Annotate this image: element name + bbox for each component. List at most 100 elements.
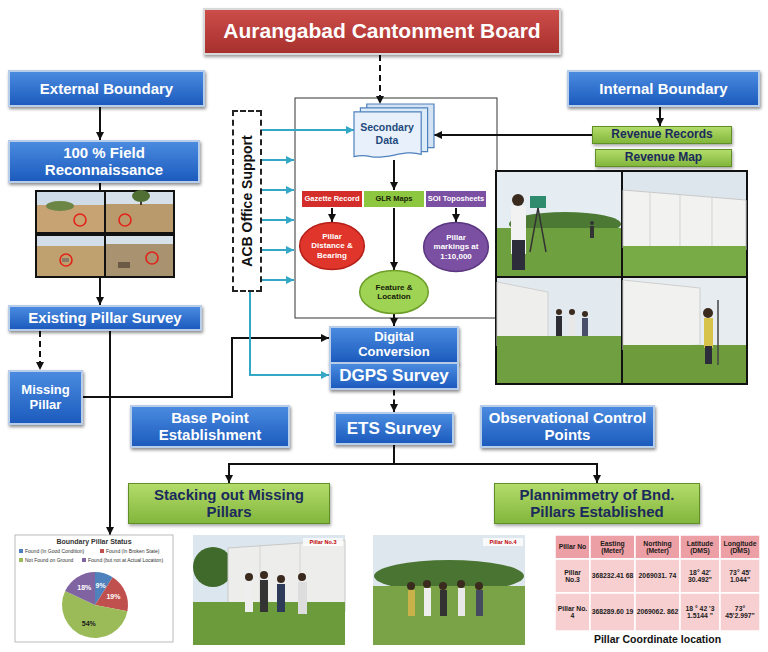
survey-photos: [680, 195, 681, 249]
process-box: Existing Pillar Survey: [8, 305, 202, 331]
photo-tag: Pillar No.3: [303, 538, 343, 546]
pillar-photo: [423, 580, 431, 588]
photo-tag: Pillar No.4: [483, 538, 523, 546]
circle-outline: [360, 270, 429, 313]
page-sheet: [354, 112, 421, 157]
coordinate-table: [635, 535, 680, 559]
pillar-photo: [457, 580, 465, 588]
flow-arrow: [434, 134, 592, 136]
survey-photos: [650, 192, 651, 248]
pillar-photo: [193, 535, 345, 645]
node-text: Internal Boundary: [599, 80, 727, 97]
node-text: Pillar Distance & Bearing: [308, 232, 356, 260]
pillar-photo: [193, 547, 233, 587]
recon-photos: [37, 236, 104, 276]
pillar-photo: [408, 590, 415, 616]
survey-photos: [530, 208, 538, 252]
coordinate-table: [555, 535, 590, 559]
survey-photos: [623, 172, 746, 276]
legend-swatch: [19, 558, 23, 562]
node-text: Digital Conversion: [337, 330, 451, 360]
legend-text: Found (In Good Condition): [25, 548, 84, 554]
section-box: External Boundary: [8, 70, 205, 107]
recon-photos: [62, 258, 69, 262]
flow-arrow: [393, 314, 395, 326]
survey-photos: [497, 278, 621, 383]
node-text: Missing Pillar: [13, 383, 78, 413]
office-arrows: [262, 189, 294, 191]
recon-photos: [106, 236, 173, 276]
title-box: Aurangabad Cantonment Board: [203, 8, 561, 55]
flow-arrow: [393, 160, 395, 190]
table-cell: 73° 45'2.997": [721, 594, 759, 630]
table-cell: Pillar No.3: [556, 560, 589, 592]
process-box: Digital Conversion: [329, 326, 459, 364]
survey-photos: [623, 190, 746, 250]
result-box: Stacking out Missing Pillars: [128, 483, 330, 524]
flow-arrow: [394, 445, 597, 483]
recon-photos: [35, 190, 175, 278]
recon-photos: [35, 190, 175, 278]
legend-swatch: [19, 549, 23, 553]
coordinate-table: [720, 535, 760, 559]
node-text: Pillar markings at 1:10,000: [432, 233, 480, 261]
survey-photos: [703, 308, 713, 318]
table-cell: 18 ° 42 '3 1.5144 ": [681, 594, 719, 630]
table-cell: 368289.60 19: [591, 594, 634, 630]
node-text: Feature & Location: [368, 283, 420, 301]
table-cell: 2069062. 862: [636, 594, 679, 630]
table-cell: 368232.41 68: [591, 560, 634, 592]
pillar-photo: [458, 588, 465, 616]
recon-photos: [119, 214, 131, 226]
pillar-photo: [373, 586, 525, 645]
node-text: ACB Office Support: [239, 135, 255, 266]
node-text: Revenue Map: [625, 151, 702, 165]
table-cell: Pillar No. 4: [556, 594, 589, 630]
flow-arrow: [250, 292, 329, 375]
circle-outline: [424, 223, 489, 272]
flow-arrow: [379, 55, 381, 104]
legend-item: Found (but not at Actual Location): [82, 557, 163, 563]
table-cell: 2069031. 74: [636, 560, 679, 592]
pillar-photo: [475, 582, 483, 590]
coordinate-table: [635, 559, 680, 593]
table-header: Pillar No: [556, 536, 589, 558]
survey-photos: [530, 196, 546, 208]
table-cell: 73° 45' 1.044": [721, 560, 759, 592]
survey-photos: [497, 336, 621, 383]
office-arrows: [262, 160, 294, 280]
source-band: SOI Toposheets: [425, 190, 487, 208]
circle-outline: [300, 222, 365, 269]
legend-item: Found (In Broken State): [100, 548, 159, 554]
recon-photos: [74, 214, 86, 226]
legend-text: Found (In Broken State): [106, 548, 159, 554]
survey-photos: [705, 346, 712, 364]
coordinate-table: [720, 593, 760, 631]
table-cell: 18° 42' 30.492": [681, 560, 719, 592]
node-text: ETS Survey: [347, 419, 442, 439]
pillar-photo: [260, 571, 268, 579]
process-box: ETS Survey: [334, 412, 454, 445]
source-band: Gazette Record: [301, 190, 363, 208]
recon-photos: [132, 190, 150, 202]
survey-photos: [582, 311, 588, 317]
survey-photos: [590, 226, 594, 238]
coordinate-table: [635, 593, 680, 631]
output-circle: Feature & Location: [359, 270, 429, 314]
legend-swatch: [100, 549, 104, 553]
flow-arrow: [262, 129, 354, 131]
flow-arrow: [83, 338, 329, 397]
output-circle: Pillar Distance & Bearing: [299, 222, 365, 270]
node-text: Observational Control Points: [488, 409, 647, 444]
survey-photos: [623, 280, 700, 350]
coordinate-table: [590, 535, 635, 559]
survey-photos: [590, 221, 594, 225]
coordinate-table: [555, 559, 590, 593]
office-arrows: [262, 159, 294, 161]
record-band: Revenue Records: [592, 126, 732, 144]
flow-arrow: [331, 208, 333, 222]
pillar-photo: [193, 602, 345, 645]
pillar-photo: [277, 584, 285, 612]
survey-photos: [556, 316, 562, 336]
pillar-photo: [373, 535, 525, 645]
